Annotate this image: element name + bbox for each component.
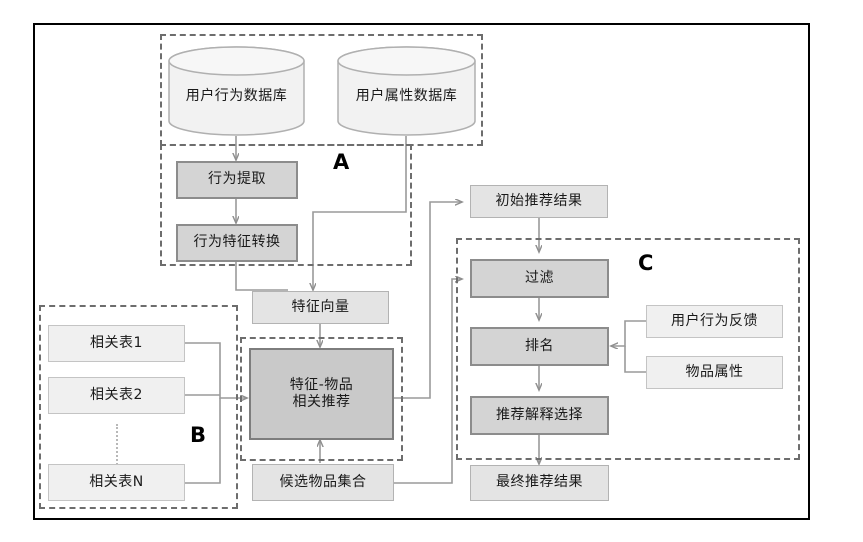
node-candidate-item-set[interactable]: 候选物品集合 <box>252 464 394 501</box>
node-ranking[interactable]: 排名 <box>470 327 609 366</box>
node-feature-vector[interactable]: 特征向量 <box>252 291 389 324</box>
node-feature-item-recommend[interactable]: 特征-物品 相关推荐 <box>249 348 394 440</box>
node-item-attribute[interactable]: 物品属性 <box>646 356 783 389</box>
node-filter[interactable]: 过滤 <box>470 259 609 298</box>
database-user-profile-label: 用户属性数据库 <box>355 87 458 104</box>
node-relation-table-2[interactable]: 相关表2 <box>48 377 185 414</box>
node-initial-recommend-result[interactable]: 初始推荐结果 <box>470 185 608 218</box>
node-final-recommend-result[interactable]: 最终推荐结果 <box>470 465 609 501</box>
relation-table-ellipsis <box>116 424 120 469</box>
group-a-box-lower <box>160 144 412 266</box>
node-feature-item-recommend-line1: 特征-物品 <box>289 376 354 393</box>
group-a-label: A <box>333 150 350 174</box>
node-behavior-feature-transform[interactable]: 行为特征转换 <box>176 224 298 262</box>
node-behavior-extraction[interactable]: 行为提取 <box>176 161 298 199</box>
database-user-behavior-label: 用户行为数据库 <box>185 87 288 104</box>
node-feature-item-recommend-line2: 相关推荐 <box>292 394 351 410</box>
node-relation-table-n[interactable]: 相关表N <box>48 464 185 501</box>
group-b-box <box>39 305 238 509</box>
group-b-label: B <box>190 423 207 447</box>
database-user-behavior: 用户行为数据库 <box>168 46 305 136</box>
node-relation-table-1[interactable]: 相关表1 <box>48 325 185 362</box>
node-explain-selection[interactable]: 推荐解释选择 <box>470 396 609 435</box>
group-c-label: C <box>638 251 654 275</box>
group-c-box <box>456 238 800 460</box>
node-user-behavior-feedback[interactable]: 用户行为反馈 <box>646 305 783 338</box>
database-user-profile: 用户属性数据库 <box>337 46 476 136</box>
feature-item-recommend-dashed-box <box>240 337 403 461</box>
